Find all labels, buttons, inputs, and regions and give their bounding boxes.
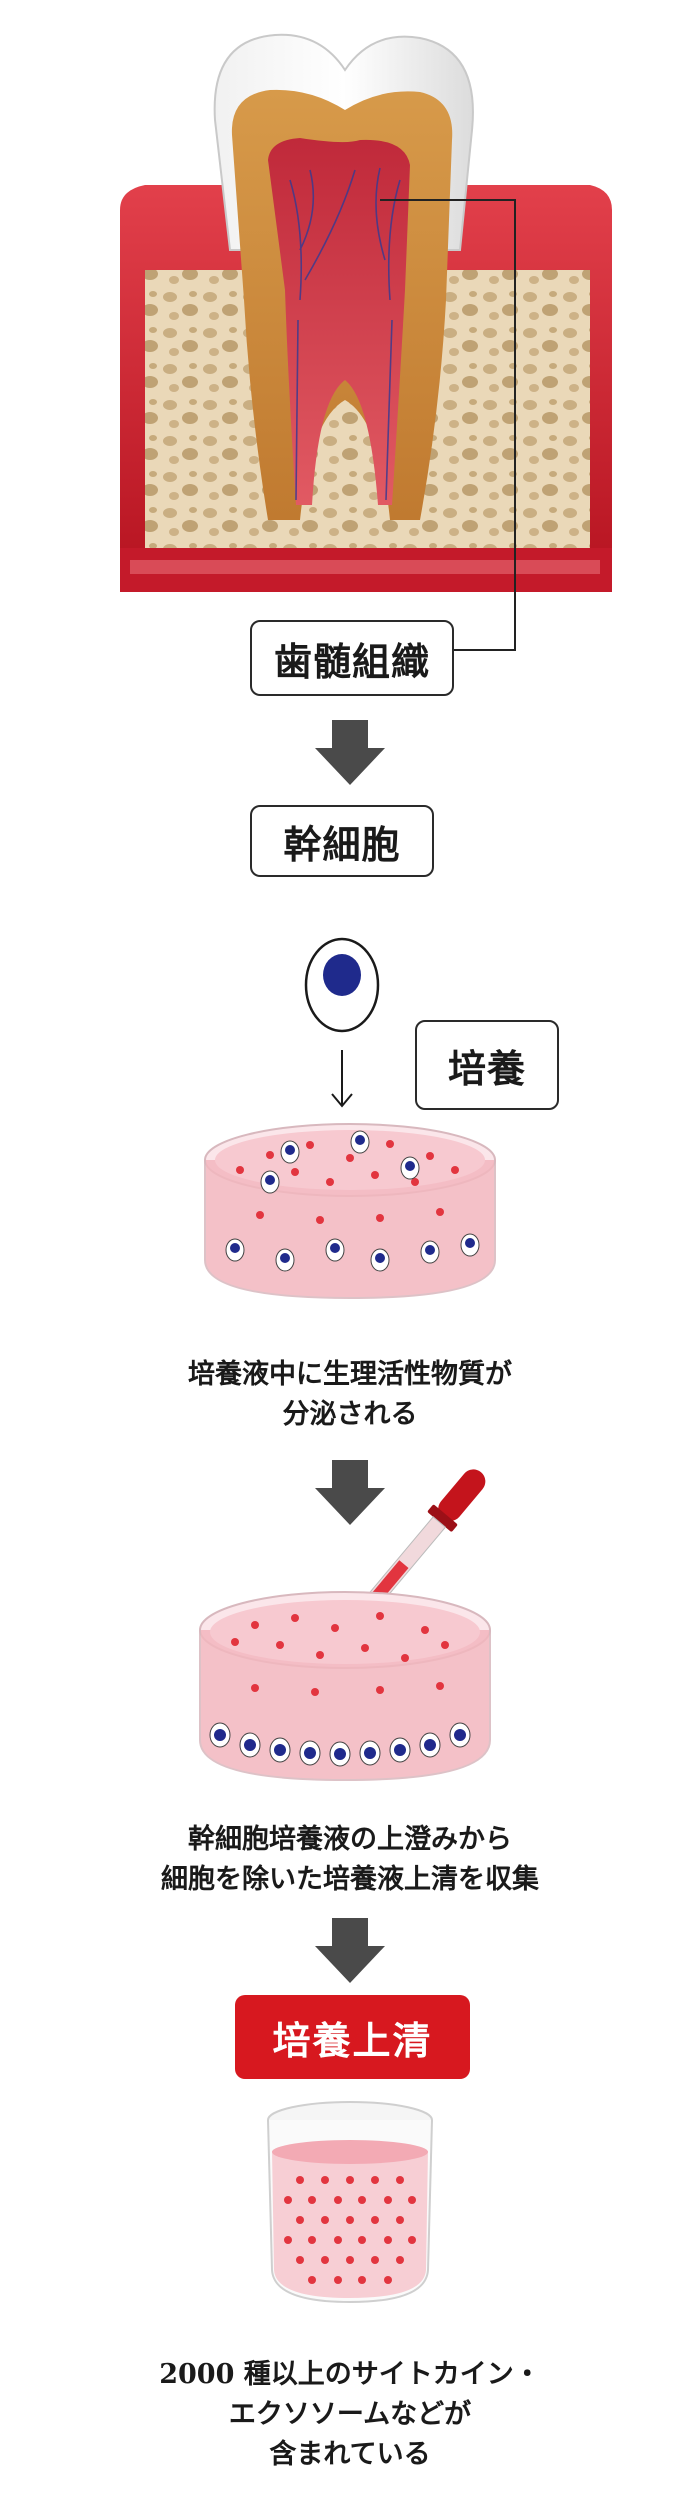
dental-pulp-label: 歯髄組織: [273, 638, 430, 684]
caption-line: 細胞を除いた培養液上清を収集: [161, 1864, 539, 1895]
caption-line: 含まれている: [269, 2439, 431, 2470]
caption-line: 2000 種以上のサイトカイン・: [159, 2359, 541, 2390]
petri-dish-icon: [204, 1123, 496, 1300]
caption-secretion: 培養液中に生理活性物質が 分泌される: [0, 1355, 700, 1435]
petri-dish-icon: [199, 1591, 491, 1782]
culture-supernatant-label: 培養上清: [272, 2017, 433, 2063]
culture-supernatant-label-box: 培養上清: [235, 1995, 470, 2079]
caption-line: エクソソームなどが: [228, 2399, 472, 2430]
stem-cell-label: 幹細胞: [283, 821, 401, 867]
culture-label-box: 培養: [415, 1020, 559, 1110]
down-arrow-icon: [315, 1460, 385, 1525]
glass-beaker-icon: [267, 2101, 433, 2304]
caption-contents: 2000 種以上のサイトカイン・ エクソソームなどが 含まれている: [0, 2355, 700, 2475]
caption-line: 培養液中に生理活性物質が: [188, 1359, 512, 1390]
caption-line: 分泌される: [282, 1399, 418, 1430]
caption-collection: 幹細胞培養液の上澄みから 細胞を除いた培養液上清を収集: [0, 1820, 700, 1900]
down-arrow-icon: [331, 1050, 353, 1108]
down-arrow-icon: [315, 720, 385, 785]
dental-pulp-label-box: 歯髄組織: [250, 620, 454, 696]
stem-cell-icon: [304, 937, 380, 1033]
tooth-cross-section-illustration: [120, 33, 612, 651]
down-arrow-icon: [315, 1918, 385, 1983]
culture-label: 培養: [447, 1045, 526, 1091]
stem-cell-label-box: 幹細胞: [250, 805, 434, 877]
caption-line: 幹細胞培養液の上澄みから: [188, 1824, 512, 1855]
